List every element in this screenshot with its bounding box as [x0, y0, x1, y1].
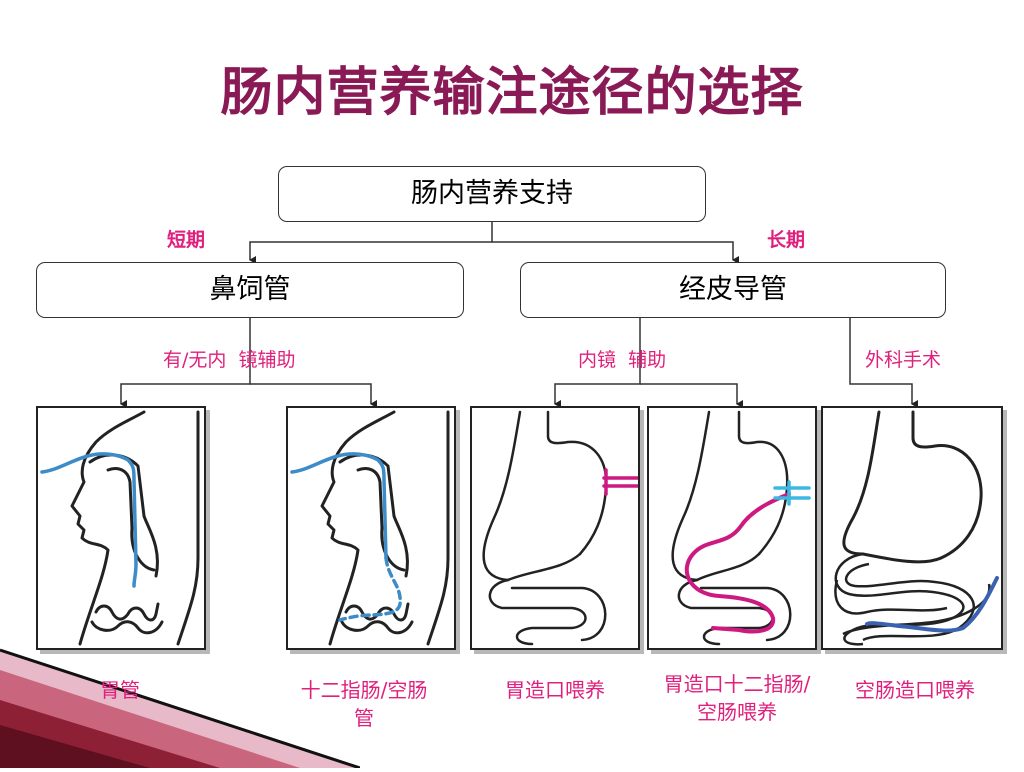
short-term-label: 短期 — [167, 229, 206, 251]
page-title: 肠内营养输注途径的选择 — [220, 63, 804, 123]
nasal-feeding-label: 鼻饲管 — [209, 274, 291, 305]
long-term-label: 长期 — [767, 229, 806, 251]
caption-gastric-tube: 胃管 — [100, 678, 140, 702]
root-label: 肠内营养支持 — [411, 178, 573, 209]
percutaneous-label: 经皮导管 — [679, 274, 787, 305]
panel-gastro-duodenal — [647, 406, 817, 650]
endoscopy-assisted-label: 内镜 辅助 — [578, 349, 667, 371]
panel-jejunostomy — [821, 406, 1003, 650]
panel-gastric-tube — [36, 406, 206, 650]
surgery-label: 外科手术 — [865, 349, 942, 371]
caption-gastro-duodenal: 胃造口十二指肠/空肠喂养 — [663, 672, 811, 724]
caption-duodenal-tube: 十二指肠/空肠管 — [300, 678, 428, 730]
endoscopy-optional-label: 有/无内 镜辅助 — [163, 349, 296, 371]
panel-gastrostomy — [470, 406, 640, 650]
panel-duodenal-tube — [286, 406, 456, 650]
slide-decoration-bottom-left — [0, 640, 361, 770]
root-box: 肠内营养支持 — [278, 166, 706, 222]
caption-gastrostomy: 胃造口喂养 — [505, 678, 605, 702]
percutaneous-box: 经皮导管 — [520, 262, 946, 318]
caption-jejunostomy: 空肠造口喂养 — [855, 678, 975, 702]
nasal-feeding-box: 鼻饲管 — [36, 262, 464, 318]
